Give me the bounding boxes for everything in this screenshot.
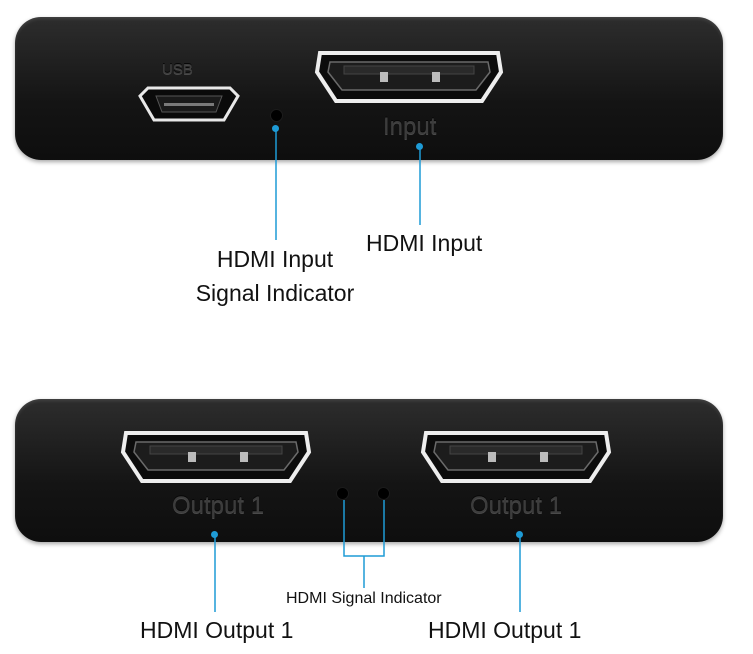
- input-indicator-label-line1: HDMI Input: [216, 246, 334, 272]
- hdmi-input-port-icon: [314, 51, 504, 103]
- usb-port-label: USB: [162, 61, 193, 78]
- output-left-signal-led: [337, 488, 348, 499]
- usb-port-icon: [138, 86, 240, 122]
- hdmi-output-left-port-icon: [120, 431, 312, 483]
- hdmi-output-right-port-icon: [420, 431, 612, 483]
- output-right-signal-led: [378, 488, 389, 499]
- output-left-callout-dot: [211, 531, 218, 538]
- input-port-label: Input: [383, 113, 437, 140]
- input-indicator-label-line2: Signal Indicator: [195, 280, 355, 306]
- input-signal-led: [271, 110, 282, 121]
- hdmi-input-callout-label: HDMI Input: [366, 230, 483, 256]
- signal-indicator-callout-label: HDMI Signal Indicator: [286, 590, 442, 607]
- hdmi-input-callout-dot: [416, 143, 423, 150]
- input-indicator-callout: HDMI Input Signal Indicator: [170, 242, 380, 310]
- output-right-port-label: Output 1: [470, 492, 563, 519]
- output-right-callout-dot: [516, 531, 523, 538]
- hdmi-output-right-callout-label: HDMI Output 1: [428, 617, 582, 643]
- hdmi-output-left-callout-label: HDMI Output 1: [140, 617, 294, 643]
- output-left-port-label: Output 1: [172, 492, 265, 519]
- input-indicator-callout-dot: [272, 125, 279, 132]
- signal-indicator-bracket: [343, 500, 385, 557]
